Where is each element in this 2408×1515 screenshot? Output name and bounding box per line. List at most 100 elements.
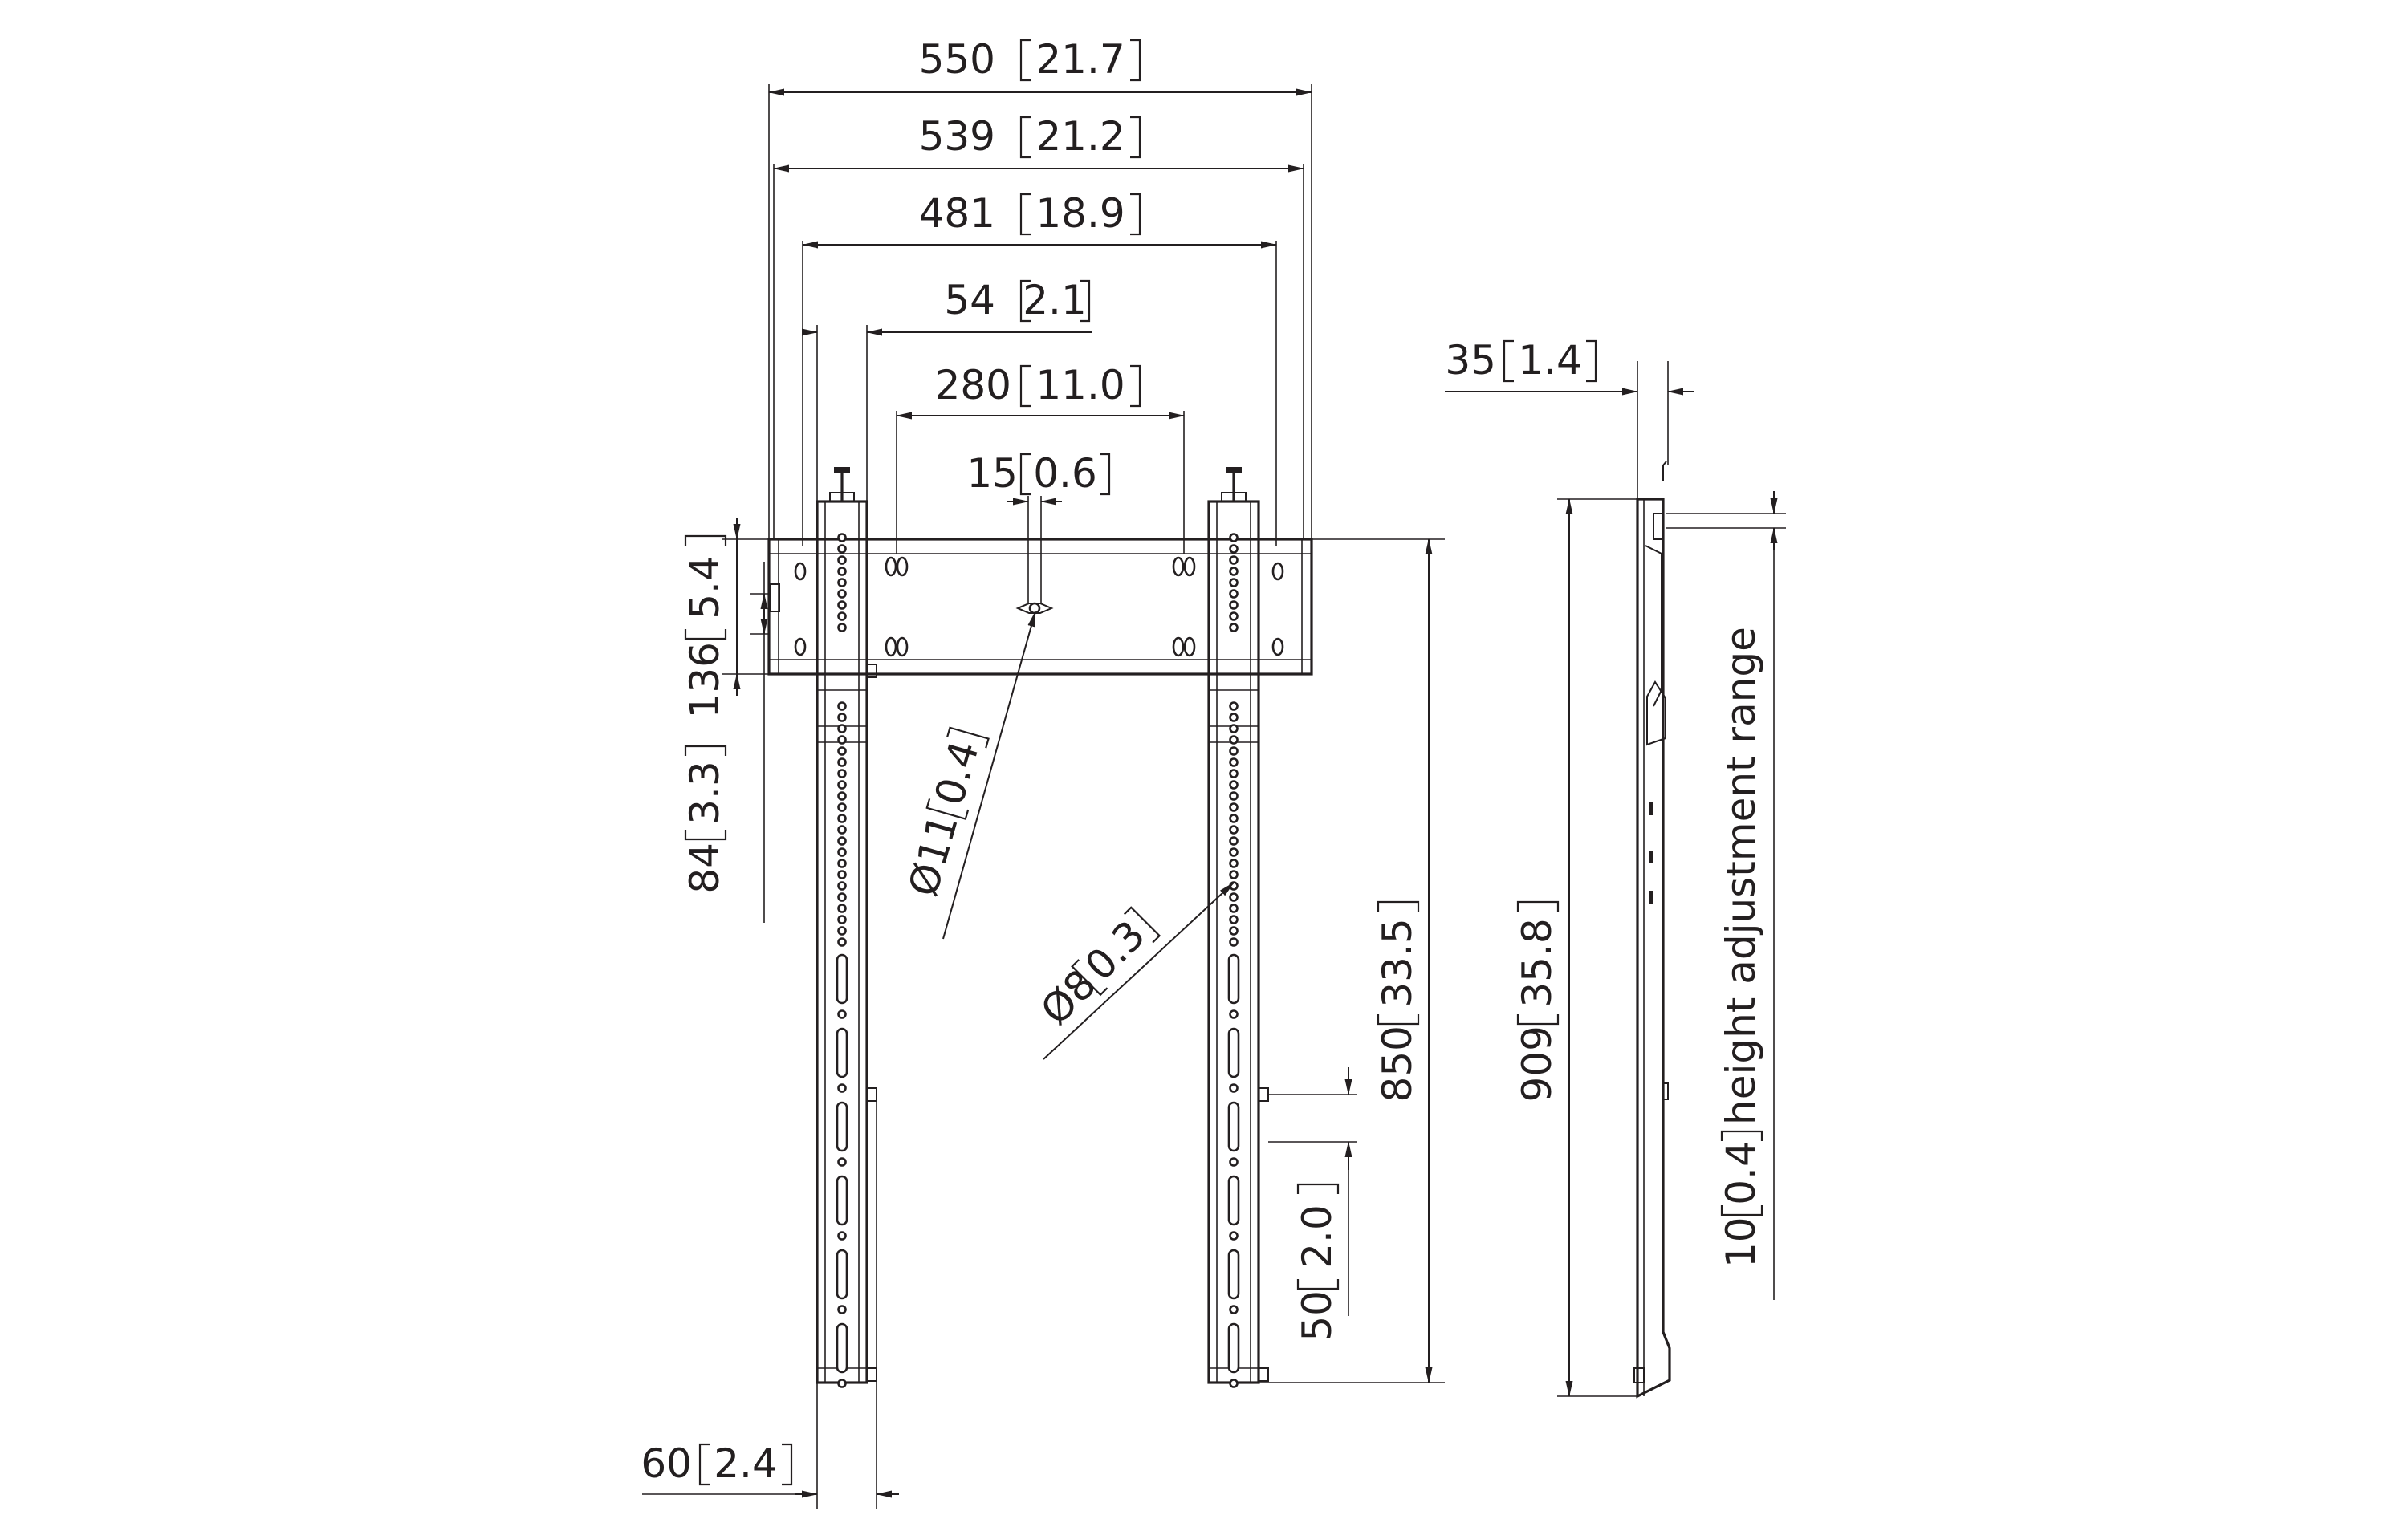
dim-d11-mm: Ø11 (900, 809, 967, 901)
arm-hole (837, 825, 847, 835)
arm-hole (1229, 567, 1239, 576)
arm-slot (836, 1101, 848, 1152)
arm-hole (1229, 589, 1239, 599)
arm-hole (837, 814, 847, 823)
dim-481-mm: 481 (919, 190, 995, 237)
front-dimensions: 550 21.7 539 21.2 481 18.9 54 2.1 (641, 36, 1445, 1509)
arm-slot (1227, 1101, 1240, 1152)
arm-hole (837, 791, 847, 801)
dim-15: 15 0.6 (966, 450, 1111, 497)
dim-84-mm: 84 (681, 843, 728, 894)
dim-10: 10 0.4 height adjustment range (1718, 627, 1764, 1268)
dim-539: 539 21.2 (919, 113, 1141, 160)
arm-slot (1227, 1322, 1240, 1374)
arm-hole (837, 544, 847, 554)
arm-hole (1229, 937, 1239, 947)
dim-909: 909 35.8 (1514, 900, 1560, 1102)
arm-hole (1229, 892, 1239, 902)
arm-hole (837, 555, 847, 565)
dim-539-in: 21.2 (1035, 113, 1125, 160)
dim-60: 60 2.4 (641, 1440, 793, 1487)
dim-550-in: 21.7 (1035, 36, 1125, 83)
arm-hole (1229, 611, 1239, 621)
arm-hole (837, 1305, 847, 1314)
arm-hole (1229, 713, 1239, 722)
dim-15-in: 0.6 (1033, 450, 1097, 497)
arm-hole (1229, 1305, 1239, 1314)
arm-hole (1229, 555, 1239, 565)
arm-hole (837, 1379, 847, 1388)
arm-hole (837, 567, 847, 576)
arm-slot (1227, 1027, 1240, 1078)
dim-136-in: 5.4 (681, 555, 728, 619)
arm-hole (837, 847, 847, 857)
dim-84: 84 3.3 (681, 745, 728, 894)
arm-hole (1229, 724, 1239, 733)
arm-hole (1229, 533, 1239, 542)
arm-hole (1229, 870, 1239, 879)
height-adjustment-label: height adjustment range (1718, 627, 1764, 1125)
arm-hole (1229, 1157, 1239, 1167)
dim-10-mm: 10 (1718, 1216, 1764, 1268)
dim-550: 550 21.7 (919, 36, 1141, 83)
arm-hole (837, 904, 847, 913)
dim-15-mm: 15 (966, 450, 1018, 497)
arm-hole (1229, 1231, 1239, 1241)
arm-hole (837, 1157, 847, 1167)
right-arm (1207, 467, 1269, 1388)
arm-hole (837, 578, 847, 587)
arm-hole (837, 780, 847, 790)
arm-hole (837, 892, 847, 902)
dim-84-in: 3.3 (681, 761, 728, 825)
arm-hole (1229, 814, 1239, 823)
arm-hole (1229, 825, 1239, 835)
arm-hole (837, 915, 847, 924)
arm-hole (837, 713, 847, 722)
arm-holes-right (1227, 533, 1240, 1388)
arm-hole (1229, 802, 1239, 812)
arm-hole (1229, 578, 1239, 587)
dim-54-mm: 54 (944, 277, 995, 323)
arm-slot (836, 1027, 848, 1078)
dim-35-in: 1.4 (1518, 337, 1582, 384)
arm-hole (837, 1231, 847, 1241)
arm-hole (1229, 746, 1239, 756)
arm-hole (1229, 544, 1239, 554)
arm-hole (1229, 735, 1239, 745)
arm-slot (836, 953, 848, 1005)
dim-850-mm: 850 (1374, 1026, 1421, 1102)
arm-hole (837, 623, 847, 632)
dim-50-mm: 50 (1294, 1290, 1340, 1342)
arm-hole (1229, 1379, 1239, 1388)
arm-hole (1229, 915, 1239, 924)
dim-50-in: 2.0 (1294, 1204, 1340, 1269)
arm-slot (836, 1249, 848, 1300)
arm-hole (1229, 847, 1239, 857)
arm-hole (1229, 623, 1239, 632)
dim-481-in: 18.9 (1035, 190, 1125, 237)
arm-hole (1229, 600, 1239, 610)
arm-hole (1229, 701, 1239, 711)
dim-60-in: 2.4 (714, 1440, 778, 1487)
dim-35: 35 1.4 (1445, 337, 1597, 384)
dim-60-mm: 60 (641, 1440, 692, 1487)
dim-280-in: 11.0 (1035, 362, 1125, 408)
arm-hole (837, 724, 847, 733)
arm-slot (836, 1322, 848, 1374)
arm-hole (837, 769, 847, 778)
dim-909-mm: 909 (1514, 1026, 1560, 1102)
dim-539-mm: 539 (919, 113, 995, 160)
dim-280-mm: 280 (935, 362, 1011, 408)
side-view (1633, 461, 1671, 1399)
arm-hole (1229, 836, 1239, 846)
dim-909-in: 35.8 (1514, 918, 1560, 1007)
arm-hole (837, 600, 847, 610)
wall-plate (767, 538, 1313, 676)
arm-hole (837, 589, 847, 599)
dim-850-in: 33.5 (1374, 918, 1421, 1007)
arm-hole (837, 836, 847, 846)
arm-hole (837, 735, 847, 745)
dim-10-in: 0.4 (1718, 1141, 1764, 1205)
arm-hole (1229, 1083, 1239, 1093)
arm-hole (837, 701, 847, 711)
